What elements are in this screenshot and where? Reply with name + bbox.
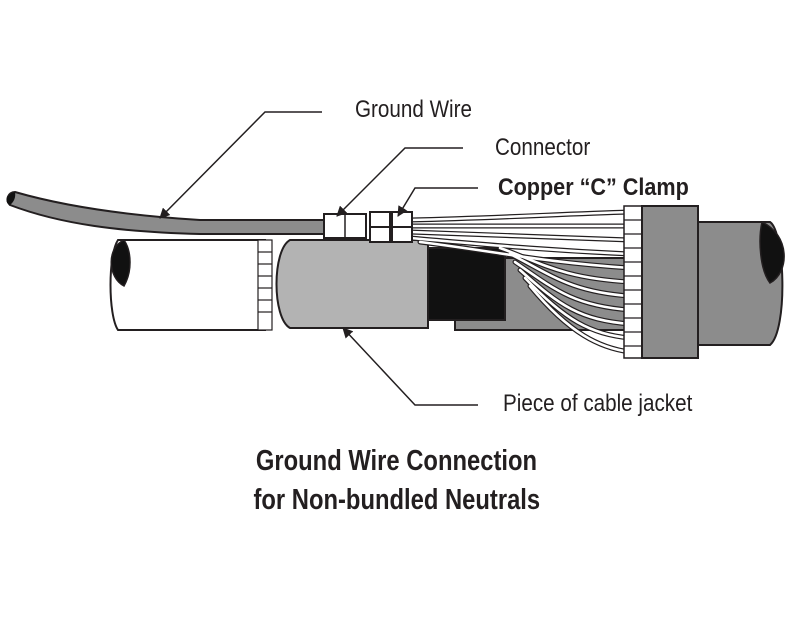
caption-line-1-text: Ground Wire Connection [255,445,538,477]
semicon-layer [419,247,506,321]
caption-line-1: Ground Wire Connection [0,447,793,476]
connector [323,213,367,239]
label-copper-c-clamp: Copper “C” Clamp [498,174,689,201]
label-connector: Connector [495,134,591,161]
leader-jacket [342,327,478,406]
ground-wire [6,190,336,235]
cable-jacket-piece [275,239,429,329]
label-cable-jacket-piece: Piece of cable jacket [503,390,693,417]
caption-line-2: for Non-bundled Neutrals [0,486,793,515]
copper-c-clamp [369,211,413,243]
left-cable-end-black [110,239,131,287]
caption-line-2-text: for Non-bundled Neutrals [253,484,540,516]
leader-lines [159,111,478,406]
leader-connector [336,147,463,217]
right-cable-end-black [759,220,785,284]
neutral-wires-fill [408,210,632,354]
right-cable [689,220,785,346]
neutral-terminations [623,205,699,359]
left-cable [109,239,273,331]
ground-wire-end [6,192,16,205]
leader-ground-wire [159,111,322,219]
leader-clamp [397,187,478,217]
label-ground-wire: Ground Wire [355,96,473,123]
